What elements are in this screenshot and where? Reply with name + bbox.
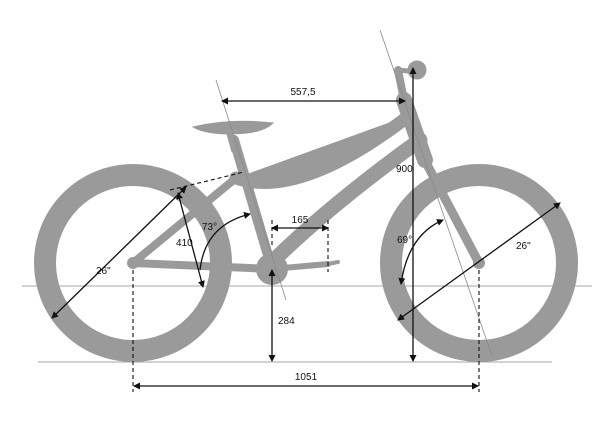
- front-wheel-dimension: [397, 202, 561, 321]
- bike-frame: [129, 60, 484, 285]
- wheelbase-label: 1051: [295, 372, 318, 383]
- bb-height-label: 284: [278, 316, 295, 327]
- head-angle-label: 69°: [397, 235, 412, 246]
- seat-tube-label: 410: [176, 238, 193, 249]
- reach-label: 557,5: [290, 87, 315, 98]
- front-wheel-label: 26": [516, 241, 531, 252]
- rear-wheel-dimension: [51, 186, 187, 319]
- rear-wheel-label: 26": [96, 266, 111, 277]
- seat-axis-line: [215, 79, 287, 301]
- chainstay-label: 165: [292, 215, 309, 226]
- stack-label: 900: [396, 164, 413, 175]
- seat-angle-arc: [199, 212, 251, 271]
- seat-angle-label: 73°: [202, 222, 217, 233]
- seat-stay-helper: [169, 171, 245, 191]
